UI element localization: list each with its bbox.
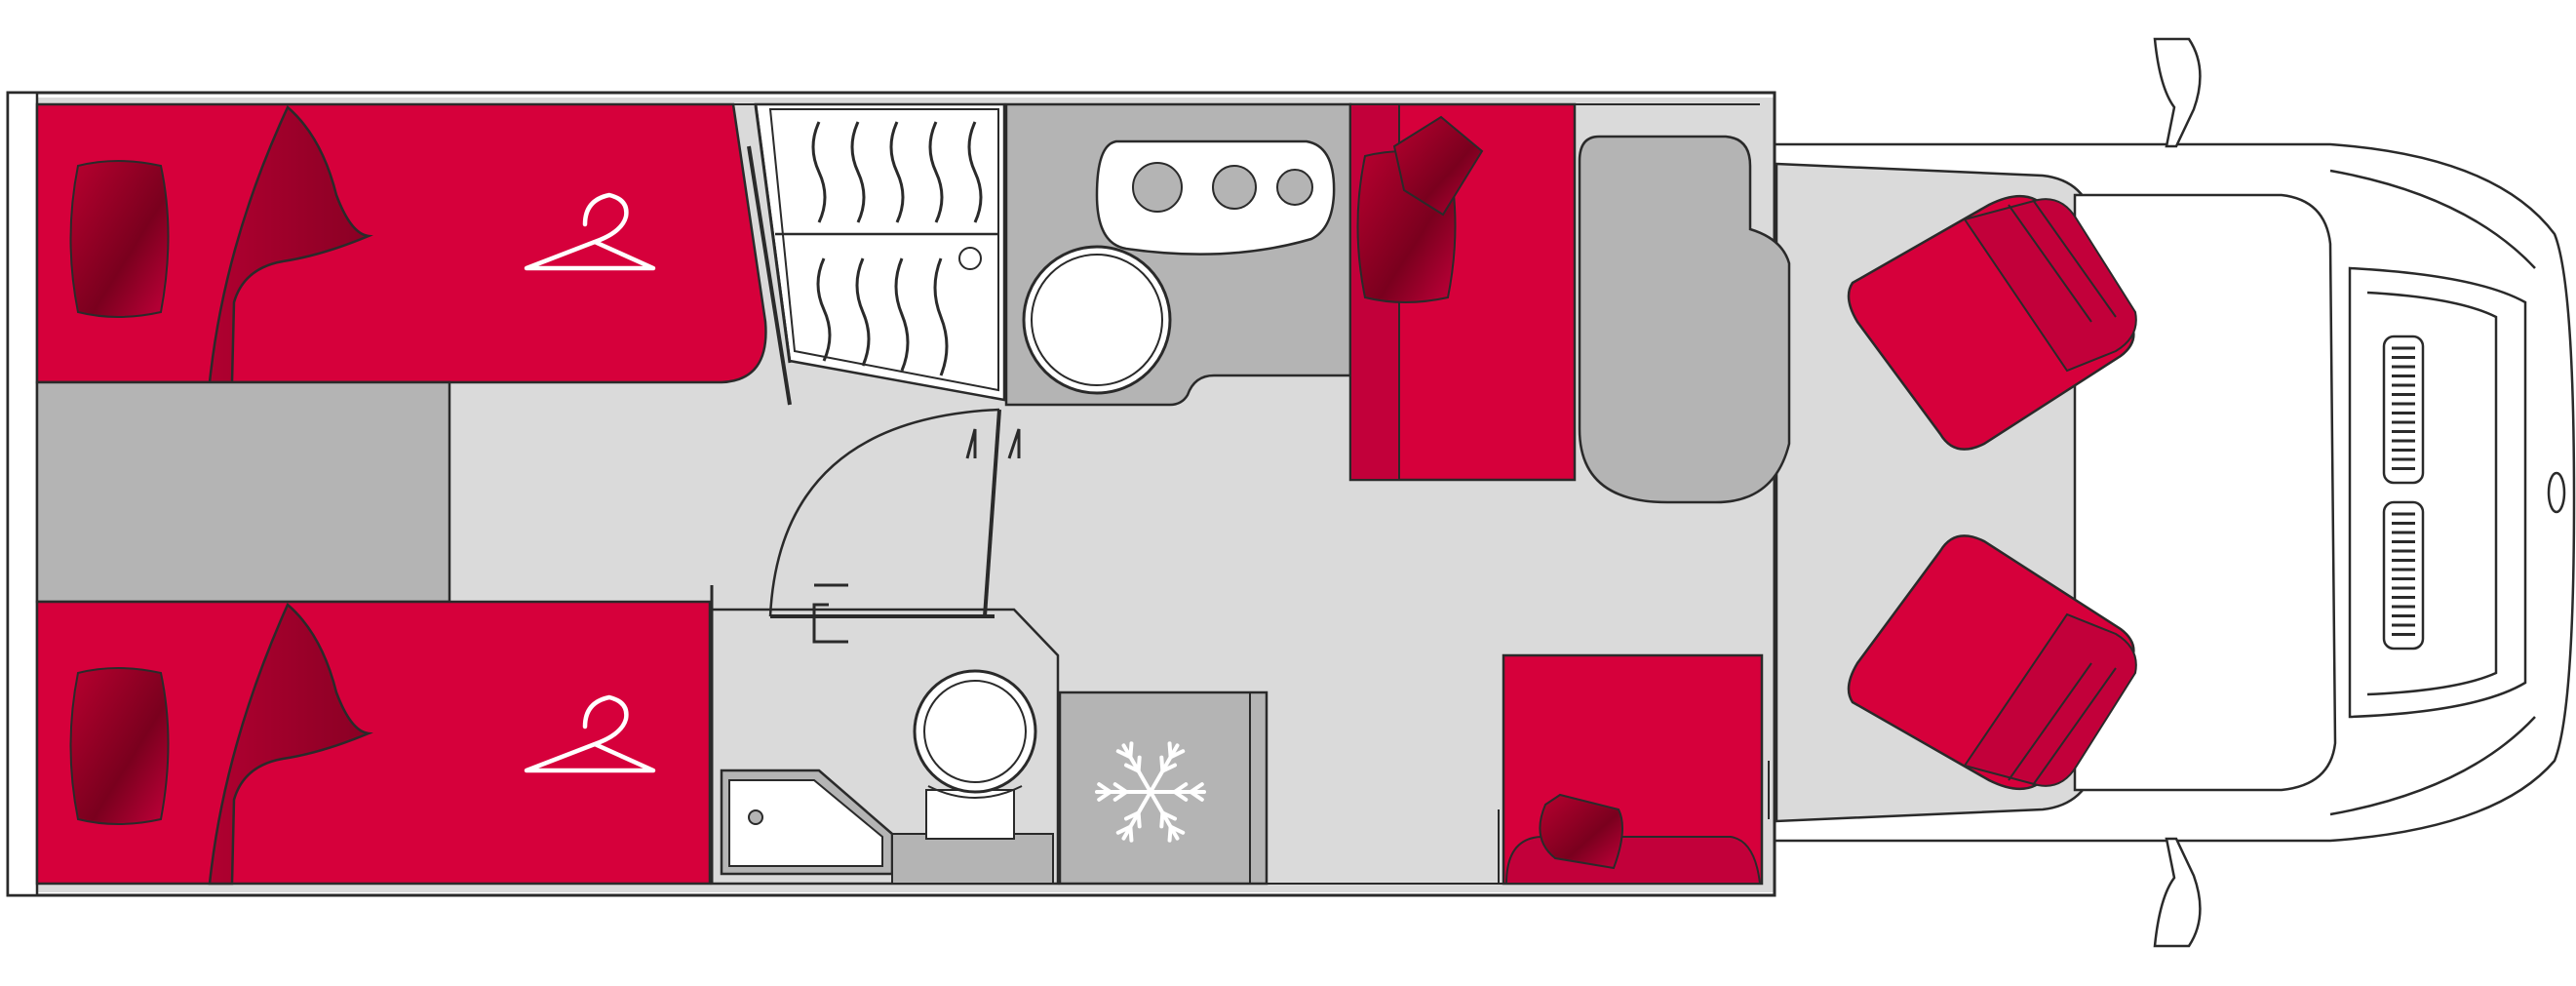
bed-flap [208, 104, 373, 384]
snowflake-branch [1124, 810, 1141, 821]
pillow-icon [69, 160, 170, 318]
dinette-bench-rear [1348, 102, 1577, 482]
dashboard [2348, 266, 2527, 719]
snowflake-branch [1128, 824, 1134, 843]
pillow-icon [69, 667, 170, 825]
clothing-line [811, 121, 827, 223]
snowflake-branch [1136, 755, 1142, 773]
snowflake-branch [1189, 782, 1204, 794]
snowflake-branch [1115, 824, 1133, 835]
snowflake-branch [1112, 782, 1129, 794]
door-handle [812, 603, 848, 644]
snowflake-branch [1160, 810, 1177, 821]
twin-bed-lower [35, 600, 712, 886]
snowflake-branch [1167, 824, 1173, 843]
sink-icon [1022, 245, 1172, 395]
snowflake-branch [1112, 790, 1129, 802]
hanger-icon [524, 694, 656, 773]
bed-mattress [35, 600, 712, 886]
grille-slats [2392, 346, 2415, 636]
snowflake-branch [1159, 810, 1165, 829]
snowflake-branch [1172, 790, 1189, 802]
dinette-bench-front [1498, 653, 1770, 886]
snowflake-branch [1159, 755, 1165, 773]
vent-grille-upper [2382, 335, 2425, 485]
snowflake-branch [1160, 763, 1177, 773]
mirror-right [2153, 837, 2202, 948]
clothing-line [855, 257, 871, 367]
cab-seat-driver [1847, 194, 2137, 451]
kitchen-counter [1004, 102, 1352, 407]
snowflake-branch [1124, 763, 1141, 773]
pillow-icon [1539, 793, 1623, 870]
vent-grille-lower [2382, 500, 2425, 651]
twin-bed-upper [35, 102, 767, 384]
snowflake-branch [1167, 741, 1173, 760]
wiper-pivot [2547, 471, 2566, 514]
burner-small [1276, 169, 1313, 206]
knob [958, 247, 982, 270]
snowflake-branch [1115, 749, 1133, 760]
fridge [1058, 690, 1268, 886]
clothing-line [894, 257, 910, 372]
vehicle-cab [1768, 37, 2576, 948]
cab-seat-passenger [1847, 534, 2137, 791]
clothing-line [850, 121, 866, 223]
center-aisle-storage [35, 380, 451, 604]
rear-wall-strip [6, 91, 39, 897]
snowflake-branch [1168, 749, 1186, 760]
snowflake-icon [1095, 741, 1206, 843]
snowflake-branch [1189, 790, 1204, 802]
dinette-table [1578, 135, 1791, 504]
burner-medium [1212, 165, 1257, 210]
mirror-left [2153, 37, 2202, 148]
body-line [2329, 169, 2536, 269]
bed-flap [208, 602, 373, 886]
clothing-line [889, 121, 905, 223]
snowflake-branch [1168, 824, 1186, 835]
washroom [710, 408, 1060, 886]
toilet-icon [913, 669, 1037, 794]
body-line [2329, 716, 2536, 816]
snowflake-branch [1097, 782, 1112, 794]
clothing-line [928, 121, 944, 223]
windscreen [2073, 193, 2337, 792]
pillow-icon [1392, 115, 1484, 217]
clothing-line [933, 257, 949, 376]
clothing-line [967, 121, 983, 223]
burner-large [1132, 162, 1183, 213]
snowflake-branch [1097, 790, 1112, 802]
door-swing-arc [768, 408, 1000, 617]
snowflake-branch [1136, 810, 1142, 829]
dashboard-inner [2366, 291, 2498, 696]
hanger-icon [524, 192, 656, 271]
clothing-line [816, 257, 832, 362]
wardrobe-shelves [747, 102, 1006, 406]
snowflake-branch [1128, 741, 1134, 760]
snowflake-branch [1172, 782, 1189, 794]
